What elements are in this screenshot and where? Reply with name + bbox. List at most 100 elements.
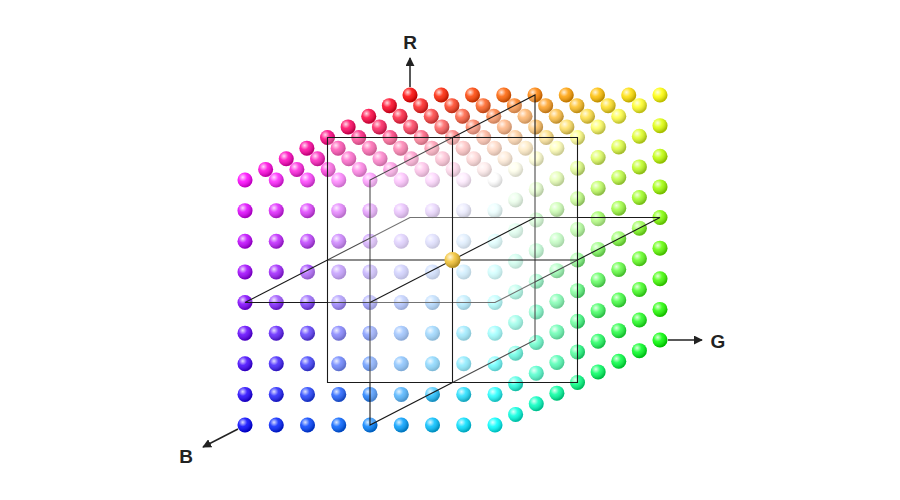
sphere-shine <box>465 88 480 103</box>
sphere-shine <box>653 179 668 194</box>
color-sphere <box>300 356 315 371</box>
sphere-body <box>238 234 253 249</box>
color-sphere <box>258 162 273 177</box>
sphere-shine <box>238 418 253 433</box>
sphere-body <box>611 323 626 338</box>
sphere-shine <box>611 139 626 154</box>
sphere-shine <box>549 109 564 124</box>
axis-label: G <box>711 332 726 351</box>
sphere-shine <box>413 98 428 113</box>
axis-arrow <box>409 58 411 87</box>
sphere-shine <box>238 326 253 341</box>
sphere-body <box>331 418 346 433</box>
color-sphere <box>331 387 346 402</box>
color-sphere <box>632 159 647 174</box>
sphere-shine <box>289 162 304 177</box>
color-sphere <box>476 98 491 113</box>
color-sphere <box>529 396 544 411</box>
color-sphere <box>653 118 668 133</box>
color-sphere <box>269 173 284 188</box>
axis-label: R <box>403 33 417 52</box>
sphere-body <box>488 418 503 433</box>
color-sphere <box>611 201 626 216</box>
color-sphere <box>653 302 668 317</box>
sphere-shine <box>611 170 626 185</box>
sphere-body <box>621 88 636 103</box>
sphere-shine <box>559 119 574 134</box>
sphere-shine <box>269 418 284 433</box>
color-sphere <box>403 119 418 134</box>
sphere-body <box>590 88 605 103</box>
color-sphere <box>372 119 387 134</box>
sphere-body <box>591 181 606 196</box>
sphere-body <box>569 98 584 113</box>
color-sphere <box>591 334 606 349</box>
sphere-body <box>601 98 616 113</box>
color-sphere <box>591 273 606 288</box>
color-sphere <box>632 129 647 144</box>
sphere-body <box>279 151 294 166</box>
sphere-shine <box>601 98 616 113</box>
sphere-shine <box>590 88 605 103</box>
sphere-shine <box>382 98 397 113</box>
sphere-body <box>632 190 647 205</box>
sphere-shine <box>508 407 523 422</box>
color-sphere <box>632 343 647 358</box>
sphere-body <box>538 98 553 113</box>
sphere-body <box>299 141 314 156</box>
color-sphere <box>331 418 346 433</box>
sphere-body <box>611 293 626 308</box>
sphere-shine <box>434 119 449 134</box>
color-sphere <box>591 150 606 165</box>
sphere-body <box>611 201 626 216</box>
color-sphere <box>238 173 253 188</box>
color-sphere <box>269 418 284 433</box>
sphere-shine <box>393 109 408 124</box>
sphere-shine <box>569 98 584 113</box>
color-sphere <box>653 241 668 256</box>
sphere-shine <box>238 264 253 279</box>
sphere-body <box>632 251 647 266</box>
sphere-body <box>269 356 284 371</box>
color-sphere <box>601 98 616 113</box>
color-sphere <box>300 326 315 341</box>
color-sphere <box>632 251 647 266</box>
sphere-shine <box>456 387 471 402</box>
color-sphere <box>269 387 284 402</box>
sphere-body <box>653 333 668 348</box>
sphere-shine <box>559 88 574 103</box>
color-sphere <box>310 151 325 166</box>
sphere-body <box>455 109 470 124</box>
sphere-shine <box>591 273 606 288</box>
sphere-body <box>611 109 626 124</box>
color-sphere <box>611 109 626 124</box>
sphere-body <box>653 241 668 256</box>
sphere-shine <box>456 418 471 433</box>
sphere-shine <box>341 119 356 134</box>
color-sphere <box>653 179 668 194</box>
sphere-body <box>653 179 668 194</box>
sphere-shine <box>269 387 284 402</box>
sphere-shine <box>488 418 503 433</box>
sphere-body <box>269 387 284 402</box>
color-sphere <box>621 88 636 103</box>
color-sphere <box>591 303 606 318</box>
sphere-shine <box>591 150 606 165</box>
sphere-shine <box>269 234 284 249</box>
color-sphere <box>238 356 253 371</box>
sphere-shine <box>653 271 668 286</box>
sphere-shine <box>653 118 668 133</box>
sphere-body <box>258 162 273 177</box>
sphere-shine <box>238 173 253 188</box>
axis-arrow <box>668 339 702 341</box>
color-sphere <box>238 234 253 249</box>
color-sphere <box>361 109 376 124</box>
color-sphere <box>444 98 459 113</box>
sphere-body <box>591 364 606 379</box>
sphere-shine <box>632 129 647 144</box>
color-sphere <box>611 293 626 308</box>
sphere-shine <box>653 333 668 348</box>
sphere-shine <box>611 293 626 308</box>
color-sphere <box>508 407 523 422</box>
